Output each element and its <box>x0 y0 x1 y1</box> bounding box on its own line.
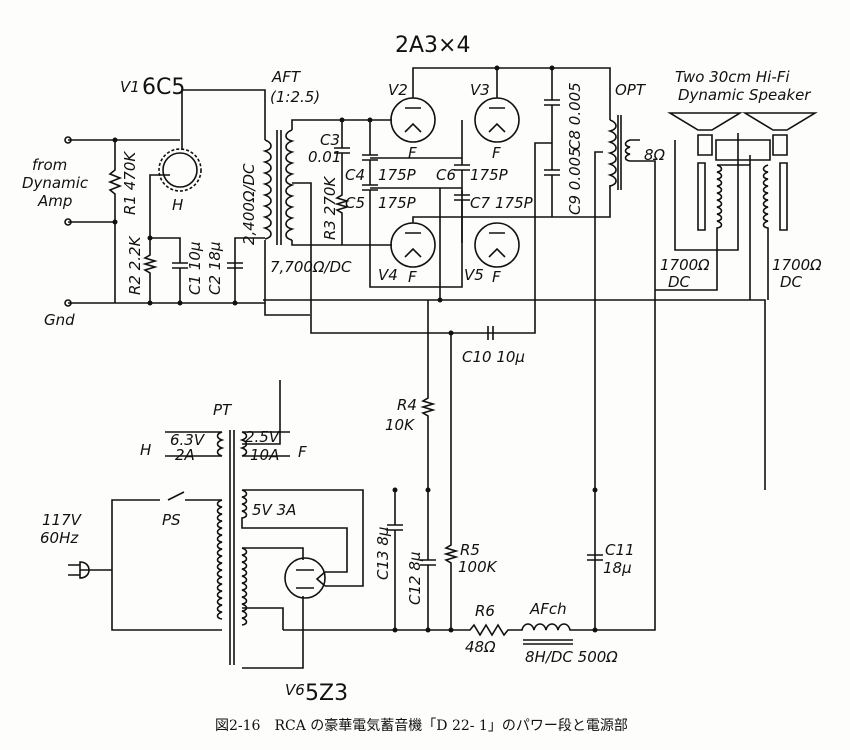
c11-label: C11 <box>605 541 635 559</box>
aft-primary-label: 2,400Ω/DC <box>240 163 258 245</box>
pt-6.3v: 6.3V <box>170 431 206 449</box>
pt-label: PT <box>213 401 233 419</box>
c2-label: C2 18µ <box>206 242 224 295</box>
speaker-label: Dynamic Speaker <box>678 86 811 104</box>
mains-frequency: 60Hz <box>40 529 79 547</box>
opt-label: OPT <box>615 81 647 99</box>
c5-value: 175P <box>378 194 417 212</box>
r5-label: R5 <box>460 541 480 559</box>
figure-caption: 図2-16 RCA の豪華電気蓄音機「D 22- 1」のパワー段と電源部 <box>215 717 628 734</box>
v6-type: 5Z3 <box>305 681 348 706</box>
ps-label: PS <box>162 511 181 529</box>
opt-secondary: 8Ω <box>644 146 666 164</box>
r6-value: 48Ω <box>465 638 496 656</box>
junction-dots <box>64 65 598 633</box>
v5-label: V5 <box>464 266 484 284</box>
pt-h: H <box>140 441 151 459</box>
c1-label: C1 10µ <box>186 242 204 295</box>
v1-type: 6C5 <box>142 75 185 100</box>
v2-label: V2 <box>388 81 408 99</box>
pt-f: F <box>298 443 307 461</box>
pt-10a: 10A <box>250 446 279 464</box>
c4-label: C4 <box>345 166 365 184</box>
c5-label: C5 <box>345 194 365 212</box>
c6-value: 175P <box>470 166 509 184</box>
r5-value: 100K <box>458 558 498 576</box>
aft-ratio: (1:2.5) <box>270 88 320 106</box>
r1-label: R1 470K <box>121 151 139 215</box>
v3-label: V3 <box>470 81 490 99</box>
speaker-label: Two 30cm Hi-Fi <box>675 68 790 86</box>
v1-heater: H <box>172 196 183 214</box>
pt-5v: 5V 3A <box>252 501 296 519</box>
c7-value: 175P <box>495 194 534 212</box>
c12-label: C12 8µ <box>406 552 424 605</box>
input-label: from <box>32 156 67 174</box>
labels: 2A3×4 V1 6C5 H from Dynamic Amp Gnd R1 4… <box>22 33 822 734</box>
v5-filament: F <box>492 268 501 286</box>
c10-label: C10 10µ <box>462 348 525 366</box>
mains-voltage: 117V <box>42 511 83 529</box>
c8-label: C8 0.005 <box>566 82 584 150</box>
c13-label: C13 8µ <box>374 527 392 580</box>
input-label: Dynamic <box>22 174 89 192</box>
pt-2a: 2A <box>175 446 195 464</box>
aft-secondary-label: 7,700Ω/DC <box>270 258 352 276</box>
r3-label: R3 270K <box>321 176 339 240</box>
v3-filament: F <box>492 144 501 162</box>
field-coil-2: 1700Ω <box>772 256 822 274</box>
r6-label: R6 <box>475 602 495 620</box>
field-coil-2-dc: DC <box>780 273 803 291</box>
c3-value: 0.01 <box>308 148 341 166</box>
c11-value: 18µ <box>603 559 632 577</box>
tubes <box>158 97 520 599</box>
field-coil-1: 1700Ω <box>660 256 710 274</box>
v1-name: V1 <box>120 78 140 96</box>
pt-2.5v: 2.5V <box>245 428 281 446</box>
v6-name: V6 <box>285 681 305 699</box>
r2-label: R2 2.2K <box>126 235 144 295</box>
v2-filament: F <box>408 144 417 162</box>
c4-value: 175P <box>378 166 417 184</box>
r4-label: R4 <box>397 396 417 414</box>
input-label: Amp <box>37 192 72 210</box>
v4-label: V4 <box>378 266 398 284</box>
afch-value: 8H/DC 500Ω <box>525 648 618 666</box>
c3-label: C3 <box>320 131 340 149</box>
field-coil-1-dc: DC <box>668 273 691 291</box>
c7-label: C7 <box>470 194 490 212</box>
r4-value: 10K <box>385 416 415 434</box>
afch-label: AFch <box>529 600 567 618</box>
wires <box>68 67 818 669</box>
diagram-title: 2A3×4 <box>395 33 470 58</box>
aft-label: AFT <box>271 68 302 86</box>
c9-label: C9 0.005 <box>566 147 584 215</box>
v4-filament: F <box>408 268 417 286</box>
c6-label: C6 <box>436 166 456 184</box>
gnd-label: Gnd <box>44 311 75 329</box>
